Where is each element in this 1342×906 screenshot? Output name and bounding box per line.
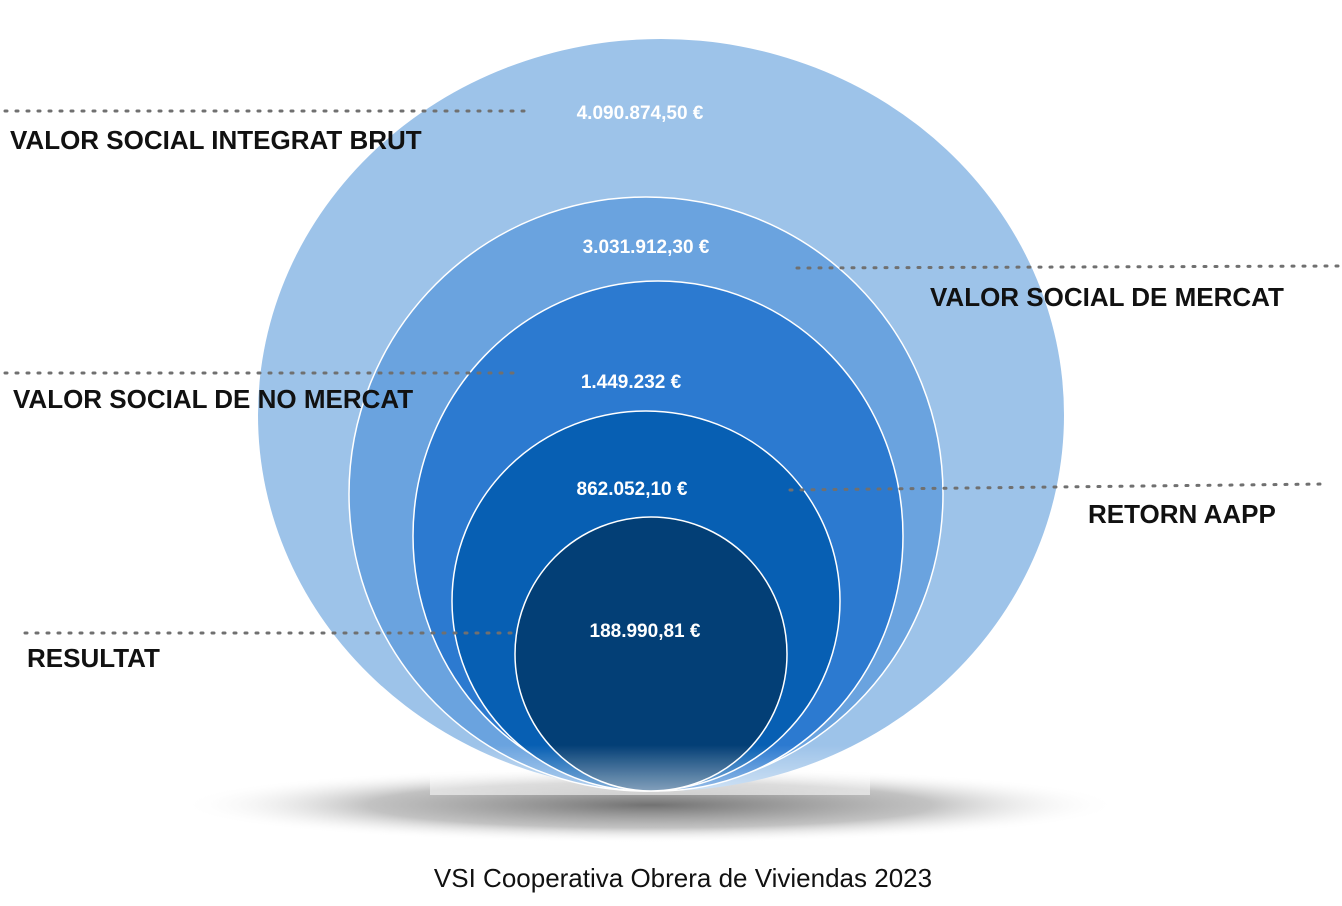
value-valor-social-de-no-mercat: 1.449.232 € [581, 372, 682, 393]
caption: VSI Cooperativa Obrera de Viviendas 2023 [434, 863, 932, 893]
leader-line-2 [795, 264, 1340, 270]
label-retorn-aapp: RETORN AAPP [1088, 499, 1276, 529]
label-valor-social-de-no-mercat: VALOR SOCIAL DE NO MERCAT [13, 384, 413, 414]
shadow [180, 767, 1120, 843]
value-retorn-aapp: 862.052,10 € [577, 479, 688, 500]
label-resultat: RESULTAT [27, 643, 160, 673]
value-valor-social-de-mercat: 3.031.912,30 € [583, 237, 710, 258]
bottom-fade [430, 745, 870, 795]
label-valor-social-de-mercat: VALOR SOCIAL DE MERCAT [930, 282, 1284, 312]
leader-line-4 [788, 482, 1327, 492]
label-valor-social-integrat-brut: VALOR SOCIAL INTEGRAT BRUT [10, 125, 422, 155]
value-valor-social-integrat-brut: 4.090.874,50 € [577, 103, 704, 124]
value-resultat: 188.990,81 € [590, 621, 701, 642]
